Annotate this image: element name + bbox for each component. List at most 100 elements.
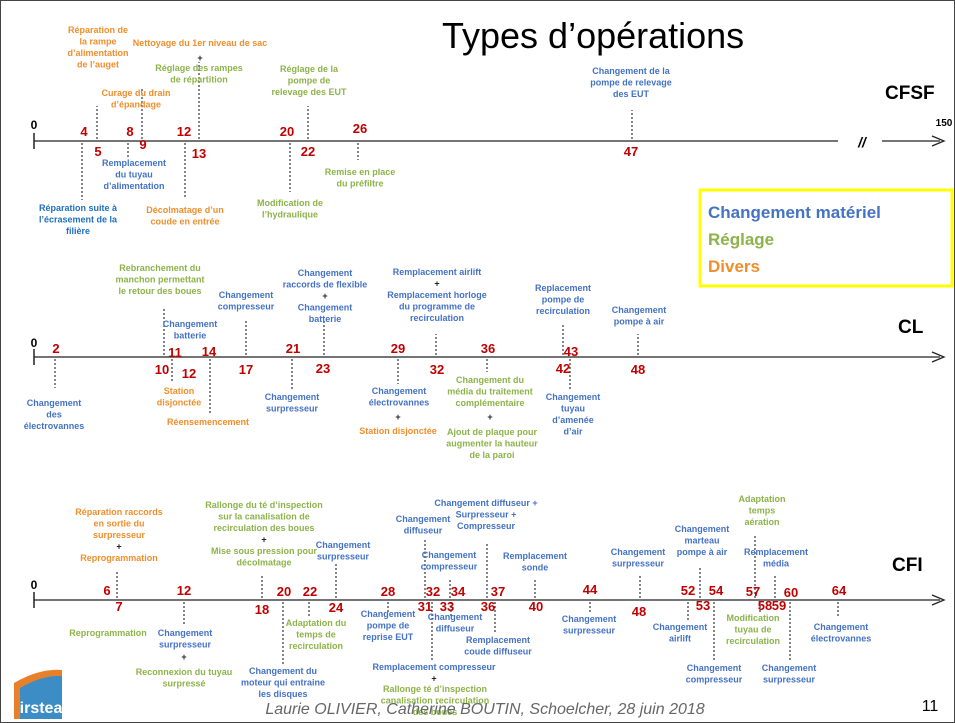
event-label-line: des boues bbox=[413, 707, 458, 717]
event-label: Remplacement airlift+Remplacement horlog… bbox=[387, 267, 487, 323]
event-label-line: Réparation de bbox=[68, 25, 128, 35]
day-number: 34 bbox=[451, 584, 466, 599]
timeline-cfi: 0 CFI 6 7 12 18 20 22 24 28 31 32 bbox=[31, 494, 946, 717]
event-label-line: Changement bbox=[562, 614, 617, 624]
event-label-line: Rallonge du té d’inspection bbox=[205, 500, 323, 510]
plus-sign: + bbox=[395, 412, 400, 422]
event-label-line: augmenter la hauteur bbox=[446, 439, 538, 449]
event-label-line: Changement bbox=[675, 524, 730, 534]
event-label-line: Ajout de plaque pour bbox=[447, 427, 537, 437]
event-label-line: batterie bbox=[174, 331, 207, 341]
day-number: 10 bbox=[155, 362, 169, 377]
event-label-line: reprise EUT bbox=[363, 632, 414, 642]
event-label-line: Remplacement bbox=[744, 547, 808, 557]
legend-box bbox=[698, 188, 954, 288]
slide-title: Types d’opérations bbox=[442, 15, 744, 56]
event-label: Réensemencement bbox=[167, 417, 249, 427]
event-label-line: des bbox=[46, 410, 62, 420]
day-number: 18 bbox=[255, 602, 269, 617]
event-label-line: pompe de relevage bbox=[590, 78, 672, 88]
event-label-line: + bbox=[322, 291, 327, 301]
event-label-line: de la paroi bbox=[469, 450, 514, 460]
event-label-line: batterie bbox=[309, 314, 342, 324]
day-number: 58 bbox=[758, 598, 772, 613]
event-label-line: Reprogrammation bbox=[69, 628, 147, 638]
event-label-line: manchon permettant bbox=[115, 275, 204, 285]
event-label-line: pompe à air bbox=[614, 317, 665, 327]
event-label-line: du tuyau bbox=[115, 170, 153, 180]
event-label-line: Remplacement bbox=[503, 551, 567, 561]
event-label-line: Changement bbox=[422, 550, 477, 560]
day-number: 21 bbox=[286, 341, 300, 356]
day-number: 14 bbox=[202, 344, 217, 359]
event-label-line: Changement bbox=[653, 622, 708, 632]
event-label-line: complémentaire bbox=[455, 398, 524, 408]
event-label-line: Remplacement bbox=[466, 635, 530, 645]
axis-break-mark: // bbox=[857, 134, 868, 150]
event-label-line: surpresseur bbox=[93, 530, 146, 540]
day-number: 47 bbox=[624, 144, 638, 159]
event-label-line: pompe à air bbox=[677, 547, 728, 557]
event-label-line: d’air bbox=[563, 427, 583, 437]
day-number: 26 bbox=[353, 121, 367, 136]
event-label-line: Changement bbox=[316, 540, 371, 550]
event-label-line: Adaptation du bbox=[286, 618, 347, 628]
event-label-line: + bbox=[261, 535, 266, 545]
event-label-line: de répartition bbox=[170, 75, 228, 85]
event-label-line: compresseur bbox=[421, 562, 478, 572]
day-number: 31 bbox=[418, 599, 432, 614]
event-label-line: filière bbox=[66, 226, 90, 236]
day-number: 44 bbox=[583, 582, 598, 597]
day-number: 12 bbox=[182, 366, 196, 381]
event-label-line: Changement bbox=[687, 663, 742, 673]
event-label-line: Rebranchement du bbox=[119, 263, 201, 273]
event-label-line: Remplacement compresseur bbox=[372, 662, 496, 672]
event-label-line: électrovannes bbox=[811, 634, 872, 644]
day-number: 54 bbox=[709, 583, 724, 598]
event-label-line: média bbox=[763, 559, 790, 569]
day-number: 43 bbox=[564, 344, 578, 359]
event-label-line: les disques bbox=[258, 689, 307, 699]
event-label-line: pompe de bbox=[288, 76, 331, 86]
day-number: 59 bbox=[772, 598, 786, 613]
event-label-line: + bbox=[116, 542, 121, 552]
event-label-line: Surpresseur + bbox=[456, 510, 517, 520]
day-number: 4 bbox=[80, 124, 88, 139]
day-number: 2 bbox=[52, 341, 59, 356]
event-label-line: Modification de bbox=[257, 198, 323, 208]
event-label-line: Changement bbox=[158, 628, 213, 638]
event-label-line: compresseur bbox=[686, 675, 743, 685]
day-number: 64 bbox=[832, 583, 847, 598]
day-number: 24 bbox=[329, 600, 344, 615]
event-label-line: temps bbox=[749, 506, 776, 516]
event-label-line: Changement du bbox=[249, 666, 317, 676]
axis-end-label: 150 bbox=[936, 118, 953, 129]
footer-credit: Laurie OLIVIER, Catherine BOUTIN, Schoel… bbox=[265, 701, 704, 718]
event-label-line: surpresseur bbox=[612, 559, 665, 569]
day-number: 11 bbox=[168, 345, 182, 360]
day-number: 42 bbox=[556, 361, 570, 376]
event-label-line: recirculation bbox=[289, 641, 343, 651]
event-label-line: la rampe bbox=[79, 37, 116, 47]
irstea-logo: irstea bbox=[14, 669, 62, 719]
day-number: 37 bbox=[491, 584, 505, 599]
event-label-line: recirculation bbox=[726, 636, 780, 646]
day-number: 17 bbox=[239, 362, 253, 377]
event-label-line: le retour des boues bbox=[118, 286, 201, 296]
event-label-line: recirculation bbox=[536, 306, 590, 316]
event-label-line: Remplacement airlift bbox=[393, 267, 482, 277]
event-label-line: pompe de bbox=[367, 621, 410, 631]
